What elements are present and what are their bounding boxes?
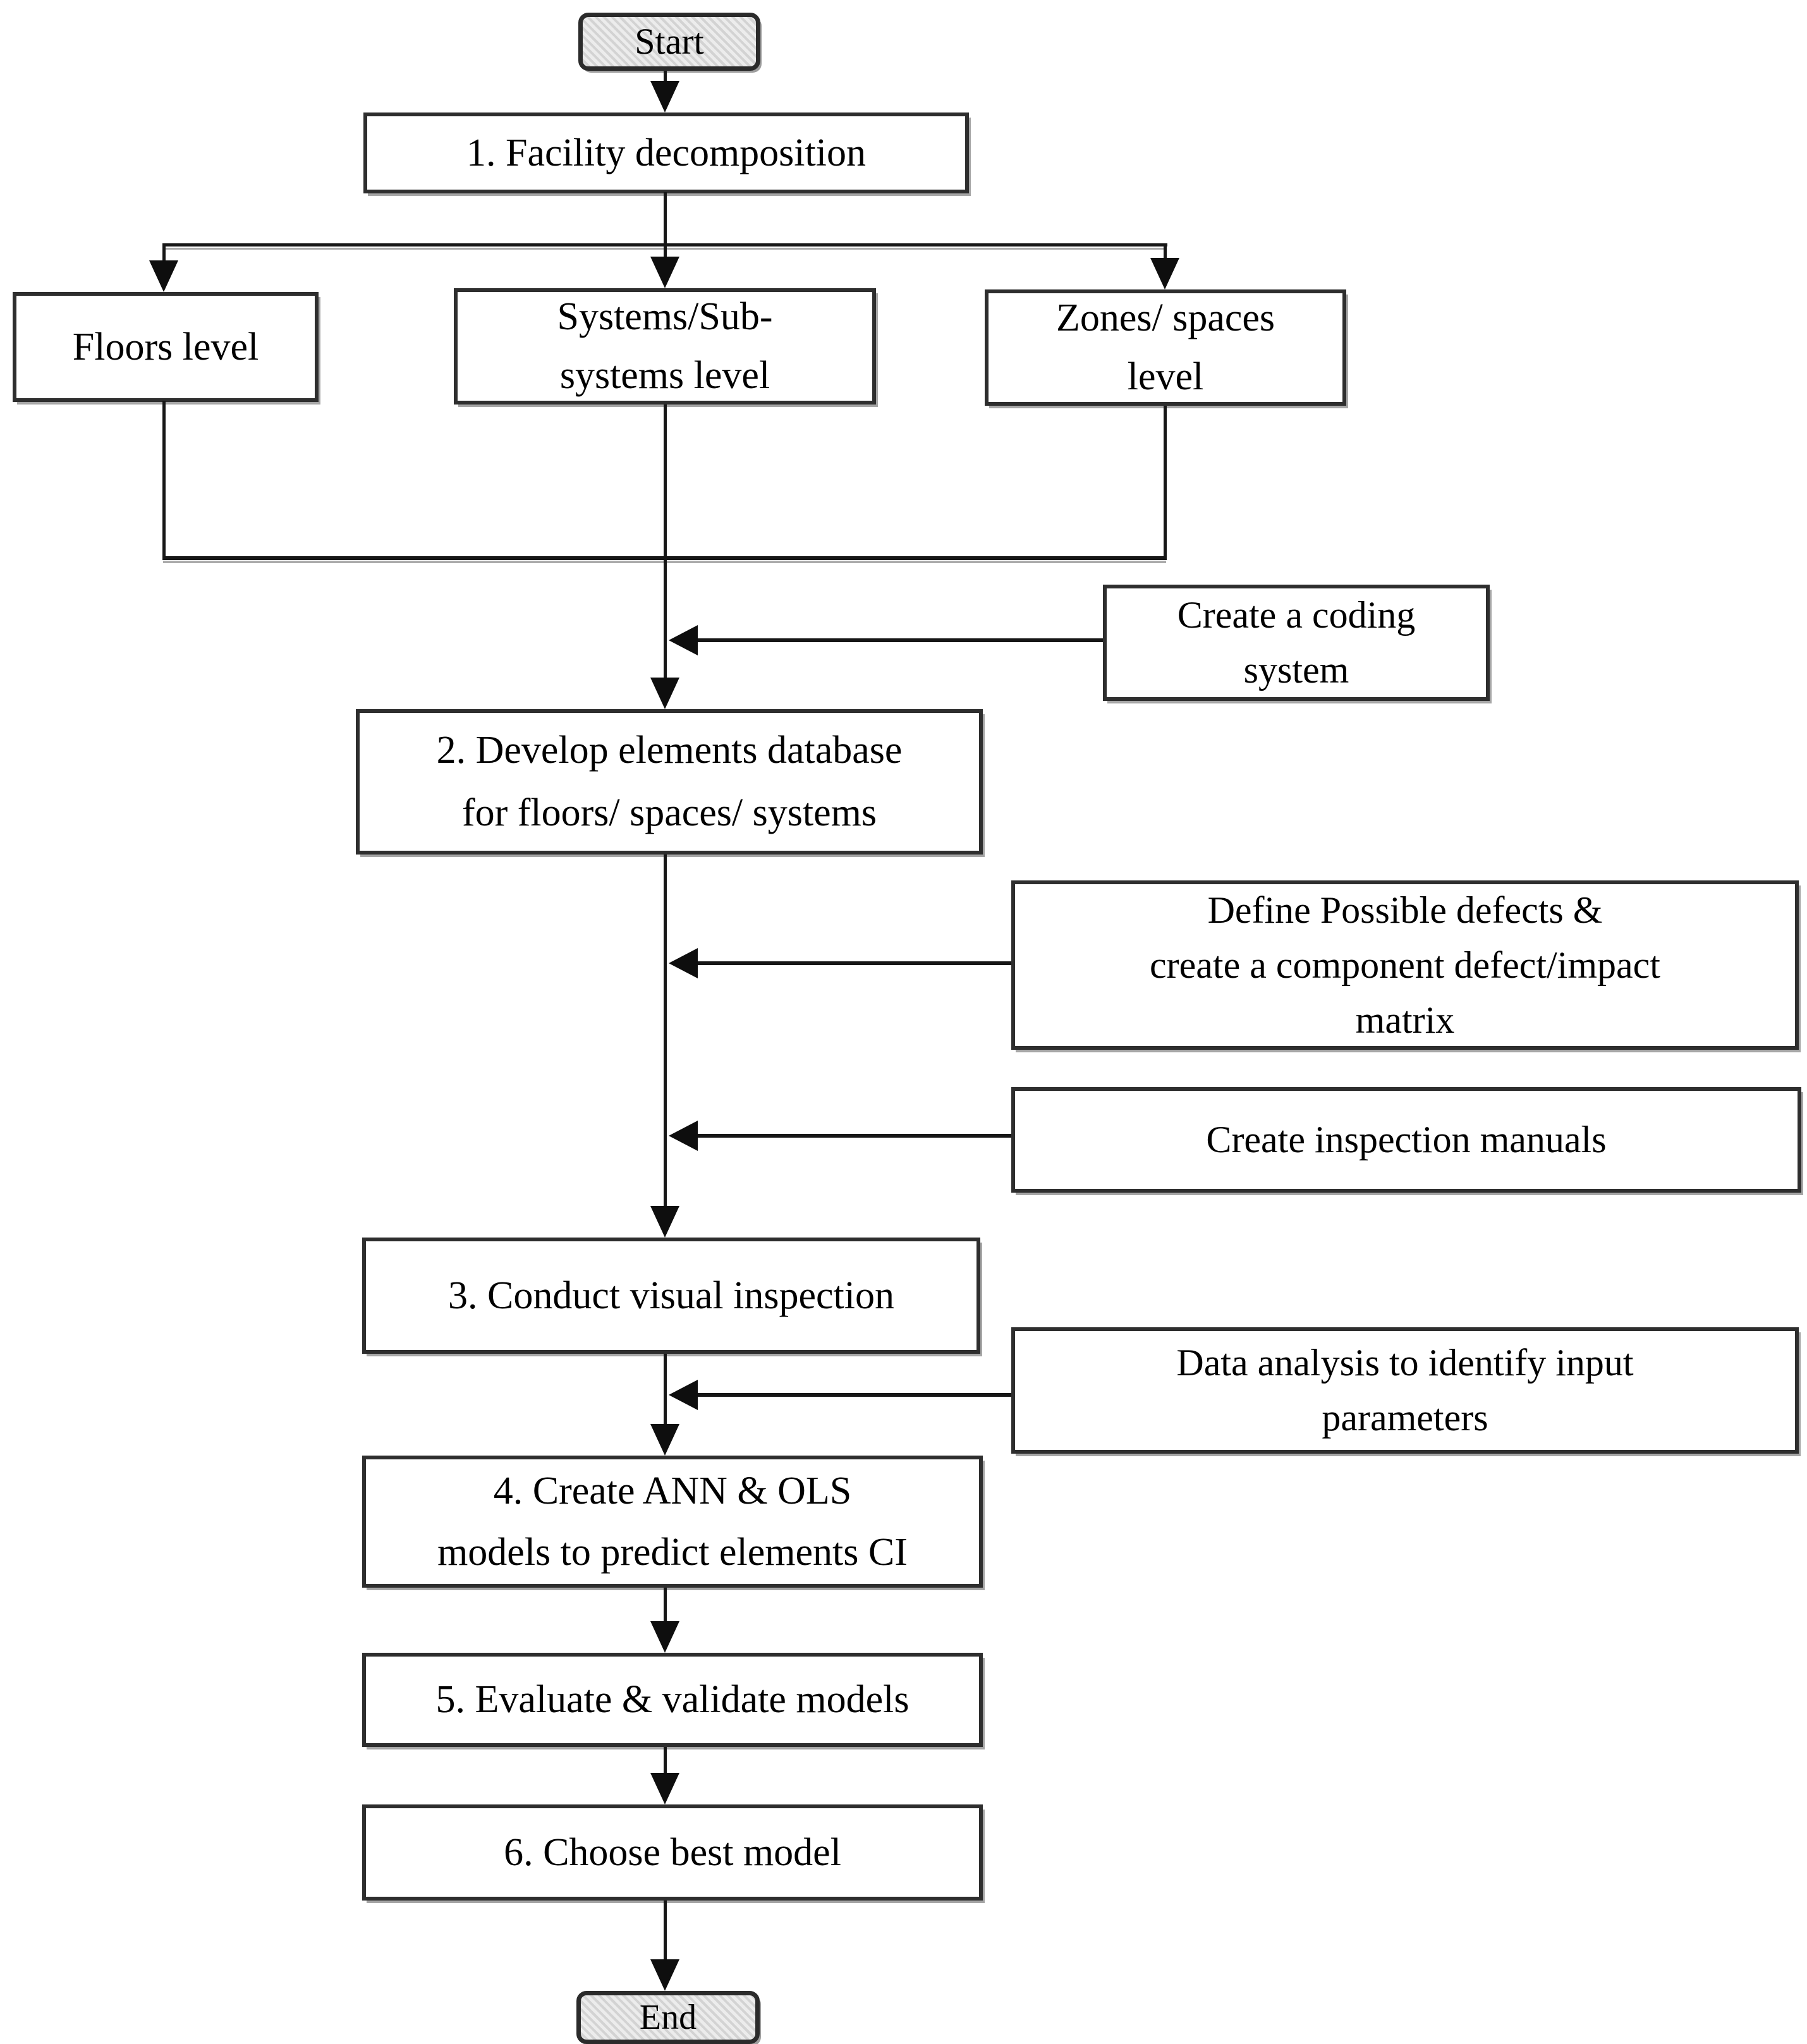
connector-branch-systems xyxy=(664,245,667,259)
merge-line xyxy=(162,556,1167,560)
connector-merge-step2 xyxy=(664,560,667,680)
connector-defects-mainline xyxy=(695,961,1011,965)
connector-step2-step3 xyxy=(664,855,667,1206)
create-coding-system-box: Create a coding system xyxy=(1103,585,1490,701)
end-terminal: End xyxy=(576,1991,760,2044)
arrowhead-into-step3-icon xyxy=(650,1206,679,1238)
data-analysis-input-parameters-box: Data analysis to identify input paramete… xyxy=(1011,1327,1799,1454)
arrowhead-into-step6-icon xyxy=(650,1773,679,1804)
arrowhead-into-step5-icon xyxy=(650,1621,679,1653)
arrowhead-into-systems-icon xyxy=(650,257,679,288)
step-6-choose-best-model-box: 6. Choose best model xyxy=(362,1804,983,1901)
arrowhead-into-end-icon xyxy=(650,1959,679,1991)
arrowhead-from-manuals-icon xyxy=(669,1121,698,1151)
connector-step3-step4 xyxy=(664,1354,667,1427)
step-4-create-ann-ols-models-box: 4. Create ANN & OLS models to predict el… xyxy=(362,1456,983,1588)
systems-subsystems-level-box: Systems/Sub- systems level xyxy=(454,288,876,405)
connector-start-step1 xyxy=(664,71,667,87)
connector-systems-merge xyxy=(664,405,667,560)
connector-zones-merge xyxy=(1164,406,1167,560)
connector-floors-merge xyxy=(162,401,166,560)
step-5-evaluate-validate-models-box: 5. Evaluate & validate models xyxy=(362,1653,983,1747)
connector-step6-end xyxy=(664,1901,667,1961)
connector-branch-zones xyxy=(1164,245,1167,260)
connector-manuals-mainline xyxy=(695,1134,1011,1138)
arrowhead-into-zones-icon xyxy=(1150,258,1179,289)
floors-level-box: Floors level xyxy=(13,292,319,402)
arrowhead-into-step1-icon xyxy=(650,81,679,113)
create-inspection-manuals-box: Create inspection manuals xyxy=(1011,1087,1801,1193)
connector-coding-mainline xyxy=(695,638,1103,642)
connector-step4-step5 xyxy=(664,1588,667,1623)
branch-line xyxy=(162,243,1167,246)
arrowhead-from-analysis-icon xyxy=(669,1380,698,1410)
connector-step5-step6 xyxy=(664,1747,667,1775)
arrowhead-into-floors-icon xyxy=(149,260,178,292)
arrowhead-into-step2-icon xyxy=(650,678,679,709)
connector-analysis-mainline xyxy=(695,1393,1011,1397)
arrowhead-from-coding-icon xyxy=(669,625,698,655)
zones-spaces-level-box: Zones/ spaces level xyxy=(985,289,1346,406)
arrowhead-into-step4-icon xyxy=(650,1424,679,1456)
arrowhead-from-defects-icon xyxy=(669,948,698,978)
step-3-conduct-visual-inspection-box: 3. Conduct visual inspection xyxy=(362,1238,980,1354)
start-terminal: Start xyxy=(578,13,760,71)
connector-step1-branch xyxy=(664,192,667,245)
step-2-develop-elements-database-box: 2. Develop elements database for floors/… xyxy=(356,709,983,855)
step-1-facility-decomposition-box: 1. Facility decomposition xyxy=(363,113,969,193)
connector-branch-floors xyxy=(162,245,166,263)
define-possible-defects-box: Define Possible defects & create a compo… xyxy=(1011,880,1799,1050)
